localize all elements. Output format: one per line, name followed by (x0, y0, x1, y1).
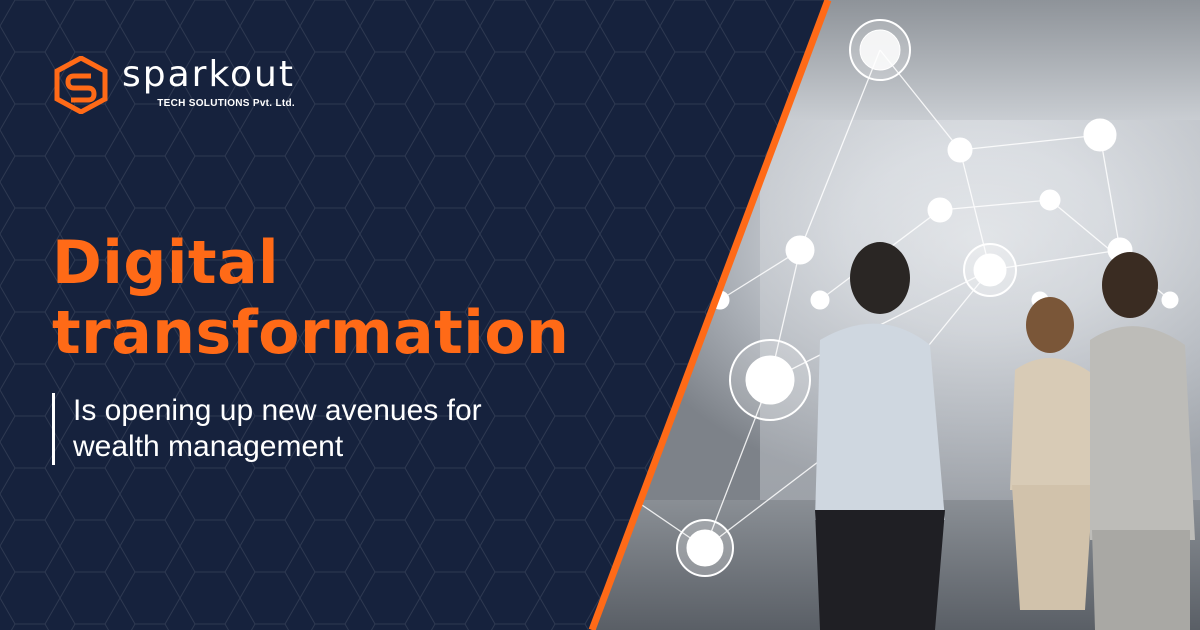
subtitle-bar (52, 393, 55, 465)
subtitle-line-1: Is opening up new avenues for (73, 394, 482, 427)
headline: Digital transformation (52, 228, 569, 368)
subtitle: Is opening up new avenues for wealth man… (52, 393, 482, 465)
headline-line-1: Digital (52, 228, 280, 298)
sparkout-s-hexagon-icon (54, 56, 108, 114)
subtitle-line-2: wealth management (73, 430, 344, 463)
brand-name: sparkout (122, 54, 295, 95)
headline-line-2: transformation (52, 298, 570, 368)
logo: sparkout TECH SOLUTIONS Pvt. Ltd. (52, 56, 295, 114)
brand-tagline: TECH SOLUTIONS Pvt. Ltd. (157, 98, 295, 109)
